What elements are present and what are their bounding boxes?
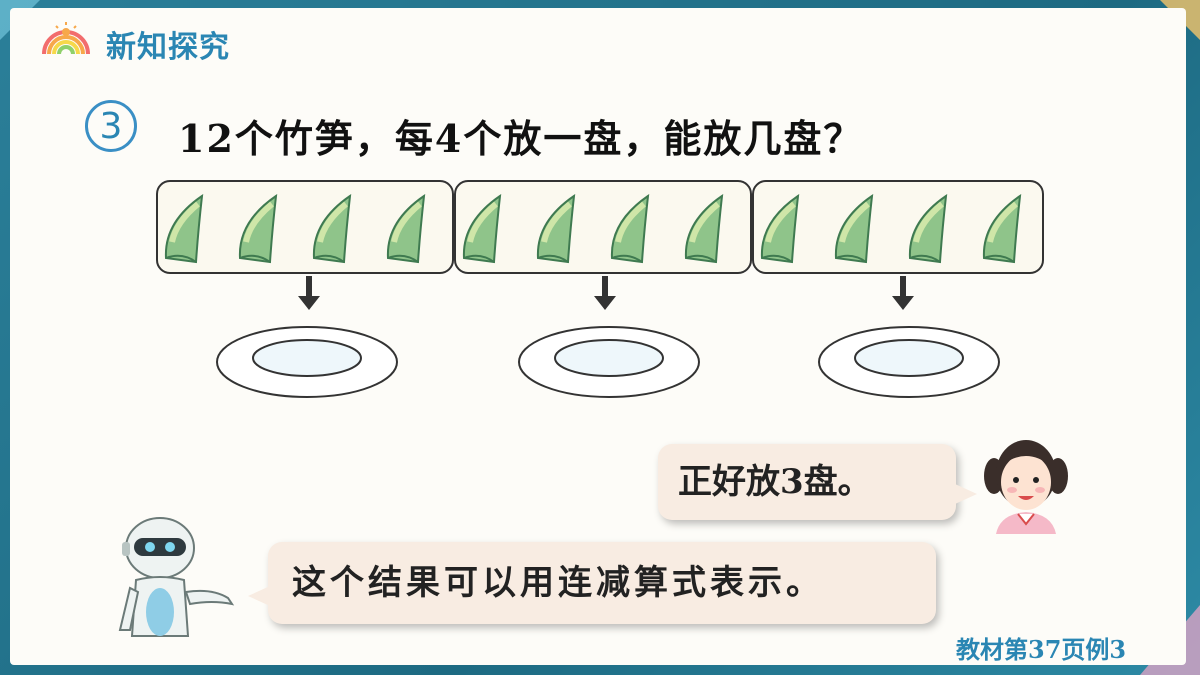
plate-image: [818, 326, 1000, 398]
girl-speech-bubble: 正好放3盘。: [658, 444, 956, 520]
down-arrow-icon: [594, 276, 616, 310]
robot-speech-bubble: 这个结果可以用连减算式表示。: [268, 542, 936, 624]
textbook-reference: 教材第37页例3: [956, 635, 1127, 664]
slide-panel: 新知探究 3 12个竹笋，每4个放一盘，能放几盘？: [10, 8, 1186, 665]
speech-tail: [955, 484, 977, 504]
bamboo-shoots-image: [164, 182, 452, 272]
girl-avatar: [984, 440, 1068, 534]
shoot-group-2: [454, 180, 752, 274]
shoot-group-1: [156, 180, 454, 274]
bamboo-shoots-image: [456, 182, 750, 272]
down-arrow-icon: [892, 276, 914, 310]
speech-tail: [248, 586, 270, 606]
down-arrow-icon: [298, 276, 320, 310]
robot-avatar: [118, 517, 235, 637]
bamboo-shoots-image: [754, 182, 1042, 272]
rainbow-icon: [42, 22, 90, 55]
section-title: 新知探究: [106, 30, 230, 65]
plate-image: [216, 326, 398, 398]
problem-number: 3: [85, 100, 137, 152]
plate-image: [518, 326, 700, 398]
problem-question: 12个竹笋，每4个放一盘，能放几盘？: [178, 116, 864, 161]
shoot-group-3: [752, 180, 1044, 274]
